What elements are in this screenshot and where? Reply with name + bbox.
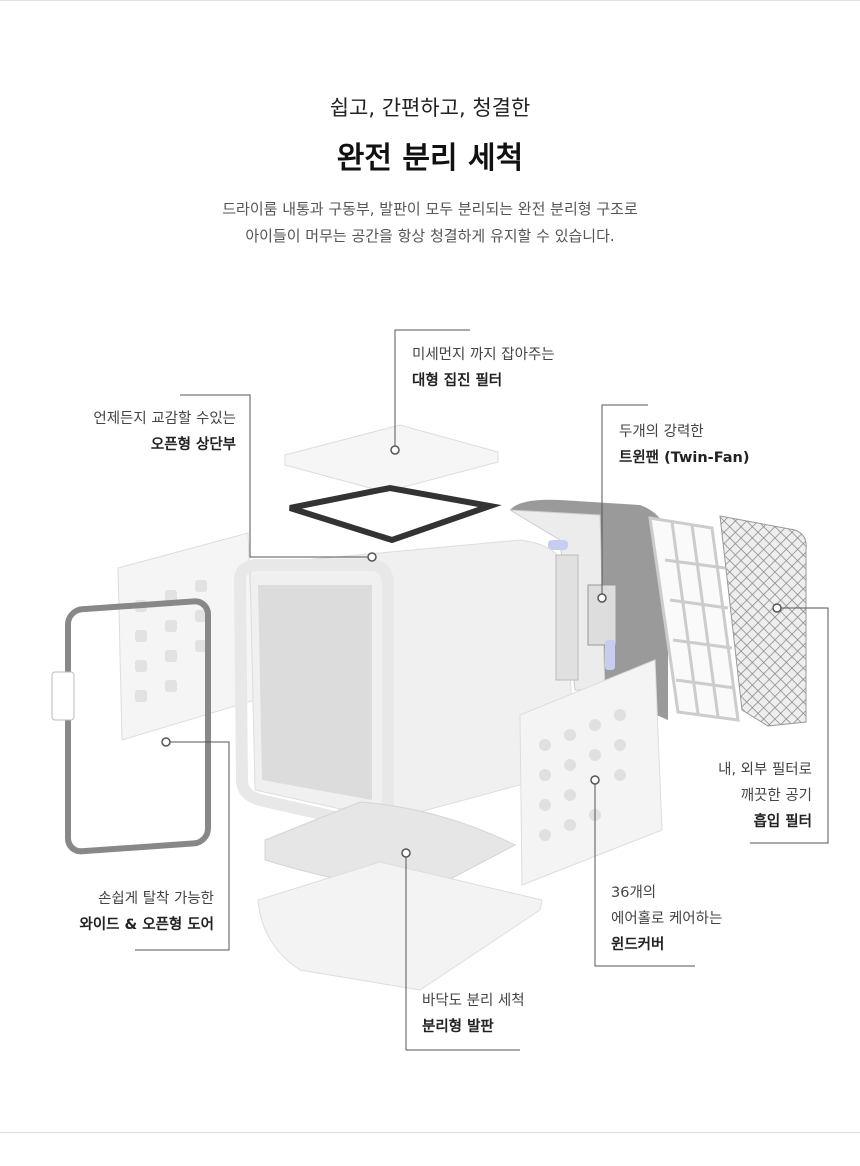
callout-title: 와이드 & 오픈형 도어 bbox=[79, 917, 214, 933]
dust-filter bbox=[289, 484, 502, 544]
description-line: 아이들이 머무는 공간을 항상 청결하게 유지할 수 있습니다. bbox=[245, 227, 615, 245]
callout-text: 내, 외부 필터로 bbox=[718, 762, 812, 778]
callout-title: 흡입 필터 bbox=[753, 814, 812, 830]
floor-tray bbox=[257, 861, 543, 991]
page-subtitle: 쉽고, 간편하고, 청결한 bbox=[329, 96, 531, 120]
callout-title: 분리형 발판 bbox=[422, 1019, 494, 1035]
callout-title: 대형 집진 필터 bbox=[412, 373, 503, 389]
page-title: 완전 분리 세척 bbox=[336, 141, 524, 176]
callout-text: 미세먼지 까지 잡아주는 bbox=[412, 347, 555, 363]
callout-lines bbox=[135, 329, 829, 1051]
callout-text: 두개의 강력한 bbox=[619, 424, 704, 440]
bottom-divider bbox=[0, 1132, 860, 1133]
callout-text: 에어홀로 케어하는 bbox=[611, 911, 723, 927]
callout-dust-filter: 미세먼지 까지 잡아주는 대형 집진 필터 bbox=[412, 342, 555, 394]
top-cover bbox=[284, 424, 499, 493]
callout-text: 깨끗한 공기 bbox=[740, 788, 812, 804]
outer-grid-filter bbox=[648, 516, 740, 722]
left-side-panel bbox=[117, 532, 256, 741]
wind-cover bbox=[519, 659, 663, 886]
top-divider bbox=[0, 0, 860, 1]
callout-title: 트윈팬 (Twin-Fan) bbox=[619, 450, 750, 466]
description-line: 드라이룸 내통과 구동부, 발판이 모두 분리되는 완전 분리형 구조로 bbox=[222, 200, 638, 218]
callout-text: 36개의 bbox=[611, 885, 657, 901]
callout-top-cover: 언제든지 교감할 수있는 오픈형 상단부 bbox=[93, 406, 236, 458]
callout-dots bbox=[161, 445, 782, 858]
callout-twin-fan: 두개의 강력한 트윈팬 (Twin-Fan) bbox=[619, 419, 750, 471]
callout-text: 손쉽게 탈착 가능한 bbox=[98, 891, 214, 907]
inner-mesh-filter bbox=[719, 515, 807, 727]
door-frame bbox=[65, 598, 211, 855]
callout-text: 언제든지 교감할 수있는 bbox=[93, 411, 236, 427]
callout-title: 윈드커버 bbox=[611, 937, 665, 953]
floor-plate bbox=[264, 801, 517, 896]
callout-door: 손쉽게 탈착 가능한 와이드 & 오픈형 도어 bbox=[79, 886, 214, 938]
callout-intake-filter: 내, 외부 필터로 깨끗한 공기 흡입 필터 bbox=[718, 757, 812, 835]
door-hinge bbox=[51, 671, 75, 721]
callout-title: 오픈형 상단부 bbox=[150, 437, 236, 453]
callout-floor: 바닥도 분리 세척 분리형 발판 bbox=[422, 988, 525, 1040]
callout-wind-cover: 36개의 에어홀로 케어하는 윈드커버 bbox=[611, 880, 722, 958]
callout-text: 바닥도 분리 세척 bbox=[422, 993, 525, 1009]
page-description: 드라이룸 내통과 구동부, 발판이 모두 분리되는 완전 분리형 구조로 아이들… bbox=[0, 196, 860, 250]
